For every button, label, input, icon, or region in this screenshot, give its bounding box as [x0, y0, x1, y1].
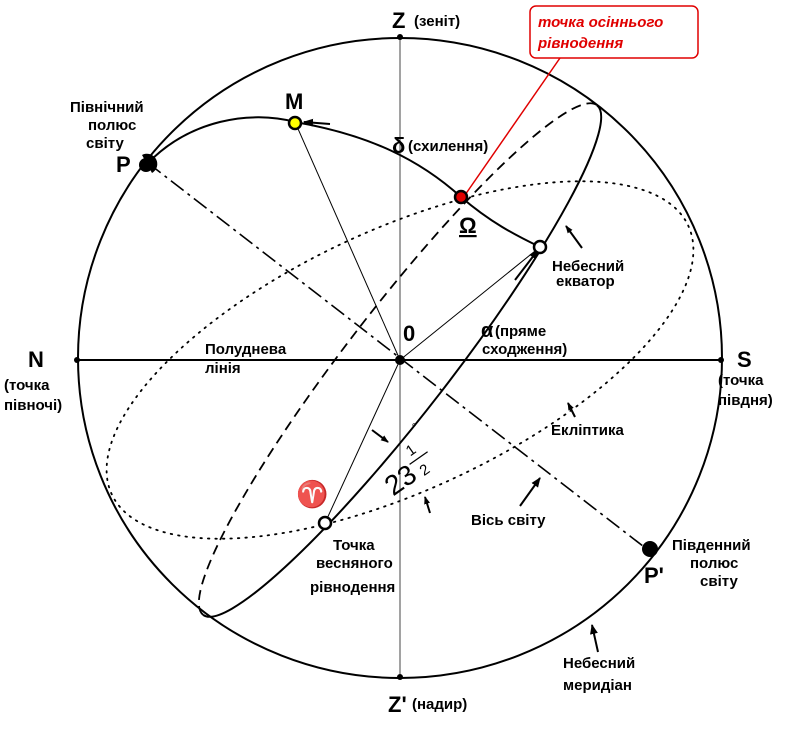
zenith-letter: Z [392, 8, 405, 33]
north-label-2: півночі) [4, 397, 62, 414]
noon-line-label-1: Полуднева [205, 341, 287, 358]
autumn-equinox-point [453, 189, 469, 205]
equator-label-2: екватор [556, 273, 615, 290]
noon-line-label-2: лінія [205, 360, 241, 377]
south-pole-dot [642, 541, 658, 557]
nadir-letter: Z' [388, 692, 407, 717]
center-label: 0 [403, 321, 415, 346]
line-center-vernal [324, 359, 401, 524]
zenith-label: (зеніт) [414, 13, 460, 30]
meridian-pointer [590, 624, 599, 653]
axis-pointer [519, 477, 541, 507]
autumn-equinox-symbol: Ω [459, 213, 477, 238]
declination-symbol: δ [392, 133, 405, 158]
callout-line1: точка осіннього [538, 14, 663, 31]
north-pole-label-1: Північний [70, 99, 144, 116]
declination-label: (схилення) [408, 138, 488, 155]
ecliptic-label: Екліптика [551, 422, 625, 439]
tilt-numerator: 1 [403, 441, 420, 460]
north-pole-label-2: полюс [88, 117, 136, 134]
equator-label-1: Небесний [552, 258, 624, 275]
south-label-1: (точка [718, 372, 764, 389]
ecliptic-pointer [567, 402, 576, 418]
vernal-equinox-point [317, 515, 333, 531]
south-label-2: півдня) [718, 392, 773, 409]
north-pole-letter: P [116, 152, 131, 177]
south-pole-label-2: полюс [690, 555, 738, 572]
vernal-label-3: рівнодення [310, 579, 395, 596]
tilt-arrow-lower [424, 496, 431, 514]
equator-point [532, 239, 548, 255]
declination-arc [147, 116, 541, 248]
callout-pointer [464, 57, 561, 196]
zenith-dot [397, 34, 403, 40]
star-m-point [287, 115, 303, 131]
north-label-1: (точка [4, 377, 50, 394]
tilt-fraction-bar [409, 451, 428, 465]
callout-line2: рівнодення [537, 35, 623, 52]
meridian-label-2: меридіан [563, 677, 632, 694]
south-letter: S [737, 347, 752, 372]
equator-pointer [565, 225, 583, 249]
north-pole-label-3: світу [86, 135, 124, 152]
line-center-m [294, 121, 401, 361]
right-ascension-arrow [514, 249, 539, 281]
tilt-degree: ° [410, 420, 422, 434]
north-dot [74, 357, 80, 363]
north-pole-dot [139, 158, 153, 172]
tilt-arrow-upper [371, 429, 389, 443]
south-dot [718, 357, 724, 363]
ecliptic-ellipse [105, 180, 695, 540]
nadir-dot [397, 674, 403, 680]
right-ascension-symbol: α [481, 320, 494, 342]
south-pole-label-3: світу [700, 573, 738, 590]
line-center-equator [399, 246, 541, 361]
axis-label: Вісь світу [471, 512, 546, 529]
star-m-letter: M [285, 89, 303, 114]
callout-box [529, 5, 699, 59]
center-point [395, 355, 405, 365]
tilt-denominator: 2 [417, 461, 434, 480]
meridian-label-1: Небесний [563, 655, 635, 672]
north-letter: N [28, 347, 44, 372]
south-pole-label-1: Південний [672, 537, 751, 554]
world-axis [147, 162, 649, 551]
right-ascension-label-1: (пряме [495, 323, 546, 340]
nadir-label: (надир) [412, 696, 467, 713]
vernal-equinox-symbol: ♈ [296, 479, 328, 509]
declination-arrow [303, 118, 331, 127]
right-ascension-label-2: сходження) [482, 341, 567, 358]
vernal-label-1: Точка [333, 537, 375, 554]
south-pole-letter: P' [644, 563, 664, 588]
tilt-whole: 23 [379, 458, 422, 501]
vernal-label-2: весняного [316, 555, 393, 572]
celestial-equator [197, 102, 603, 618]
